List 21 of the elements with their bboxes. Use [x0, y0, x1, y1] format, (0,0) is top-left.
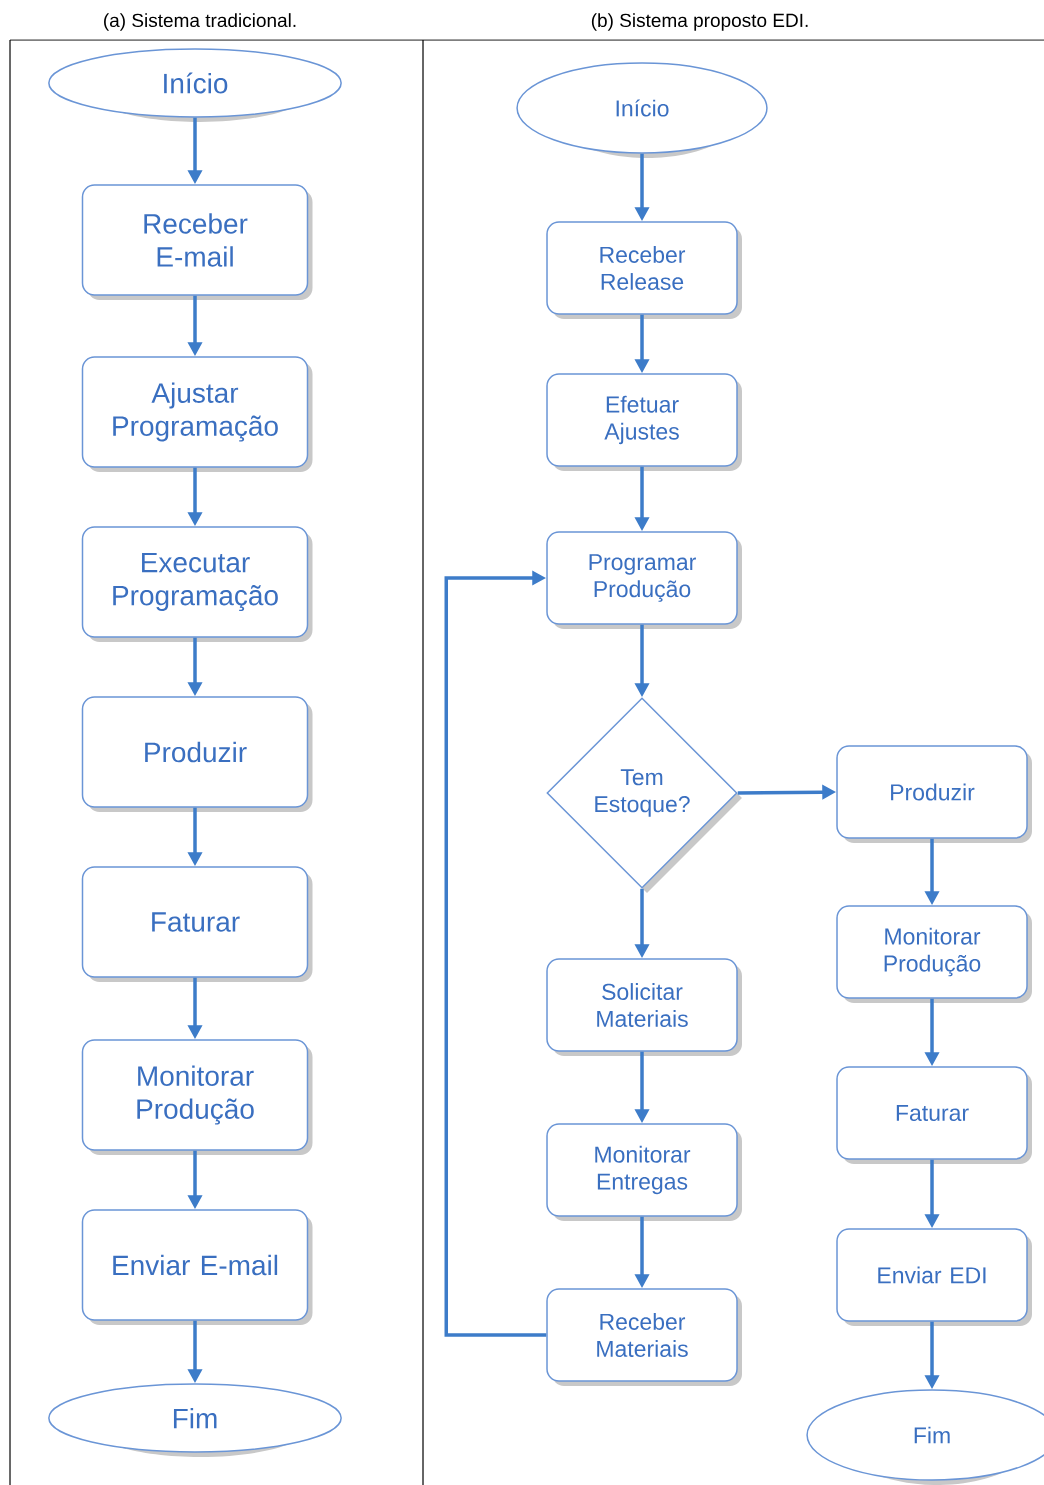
panel-heading: (a) Sistema tradicional. — [104, 13, 296, 31]
process-box: Programar Produção — [546, 531, 742, 629]
node-label: Fim — [914, 1426, 950, 1444]
process-box: Receber Materiais — [546, 1288, 742, 1386]
process-box: Executar Programação — [81, 526, 313, 642]
process-box: Enviar E-mail — [81, 1209, 313, 1325]
process-box: Ajustar Programação — [81, 356, 313, 472]
process-box: Monitorar Entregas — [546, 1123, 742, 1221]
process-box: Receber Release — [546, 221, 742, 319]
process-box: Enviar EDI — [836, 1228, 1032, 1326]
process-box: Efetuar Ajustes — [546, 373, 742, 471]
process-box: Faturar — [836, 1066, 1032, 1164]
process-box: Receber E-mail — [81, 184, 313, 300]
process-box: Solicitar Materiais — [546, 958, 742, 1056]
process-box: Faturar — [81, 866, 313, 982]
process-box: Produzir — [836, 745, 1032, 843]
panel-heading: (b) Sistema proposto EDI. — [591, 13, 808, 31]
process-box: Monitorar Produção — [836, 905, 1032, 1003]
arrow — [444, 570, 547, 1337]
process-box: Produzir — [81, 696, 313, 812]
process-box: Monitorar Produção — [81, 1039, 313, 1155]
